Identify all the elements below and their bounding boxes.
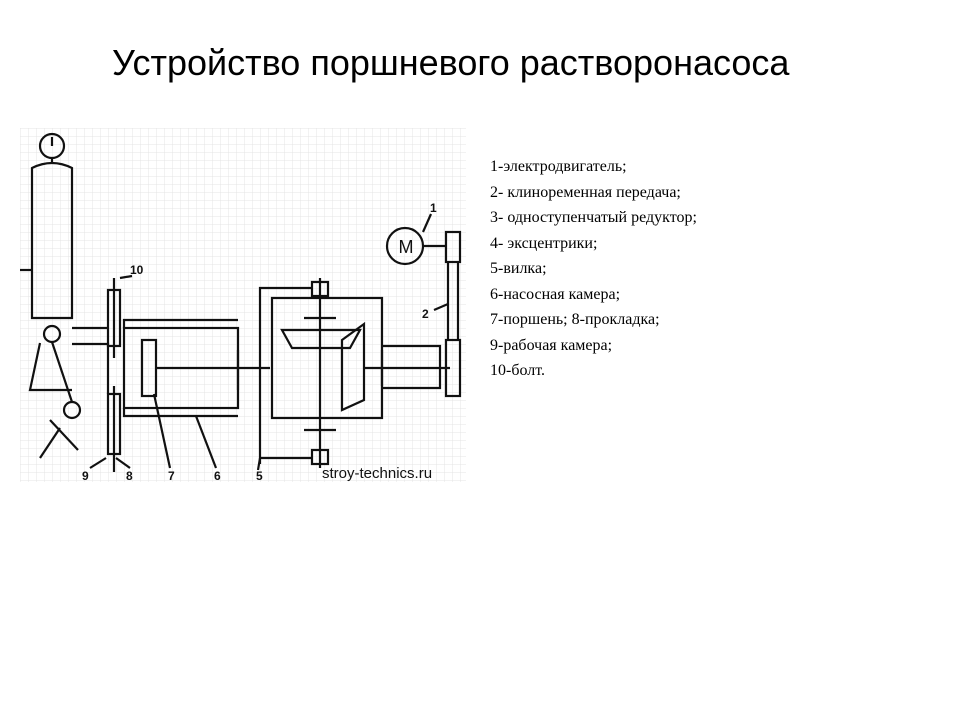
legend-item: 1-электродвигатель; <box>490 158 627 175</box>
callout-9: 9 <box>82 469 89 482</box>
legend-item: 5-вилка; <box>490 260 547 277</box>
slide-title: Устройство поршневого растворонасоса <box>112 42 790 83</box>
pump-schematic: М 1 2 5 6 7 8 9 10 stroy-technics.ru <box>20 128 466 482</box>
watermark: stroy-technics.ru <box>322 465 432 482</box>
legend-item: 2- клиноременная передача; <box>490 183 681 201</box>
component-legend: 1-электродвигатель; 2- клиноременная пер… <box>490 154 697 384</box>
legend-item: 9-рабочая камера; <box>490 336 613 354</box>
callout-2: 2 <box>422 307 429 321</box>
callout-7: 7 <box>168 469 175 482</box>
eccentric <box>280 328 362 350</box>
pulley-bottom <box>444 338 462 398</box>
callout-8: 8 <box>126 469 133 482</box>
legend-item: 7-поршень; 8-прокладка; <box>490 311 660 328</box>
legend-item: 4- эксцентрики; <box>490 234 598 252</box>
air-cap <box>30 161 74 320</box>
legend-item: 6-насосная камера; <box>490 285 621 303</box>
callout-10: 10 <box>130 263 144 277</box>
callout-6: 6 <box>214 469 221 482</box>
legend-item: 3- одноступенчатый редуктор; <box>490 209 697 226</box>
callout-5: 5 <box>256 469 263 482</box>
pulley-top <box>444 230 462 264</box>
motor-label: М <box>399 237 414 257</box>
callout-1: 1 <box>430 201 437 215</box>
legend-item: 10-болт. <box>490 362 546 379</box>
